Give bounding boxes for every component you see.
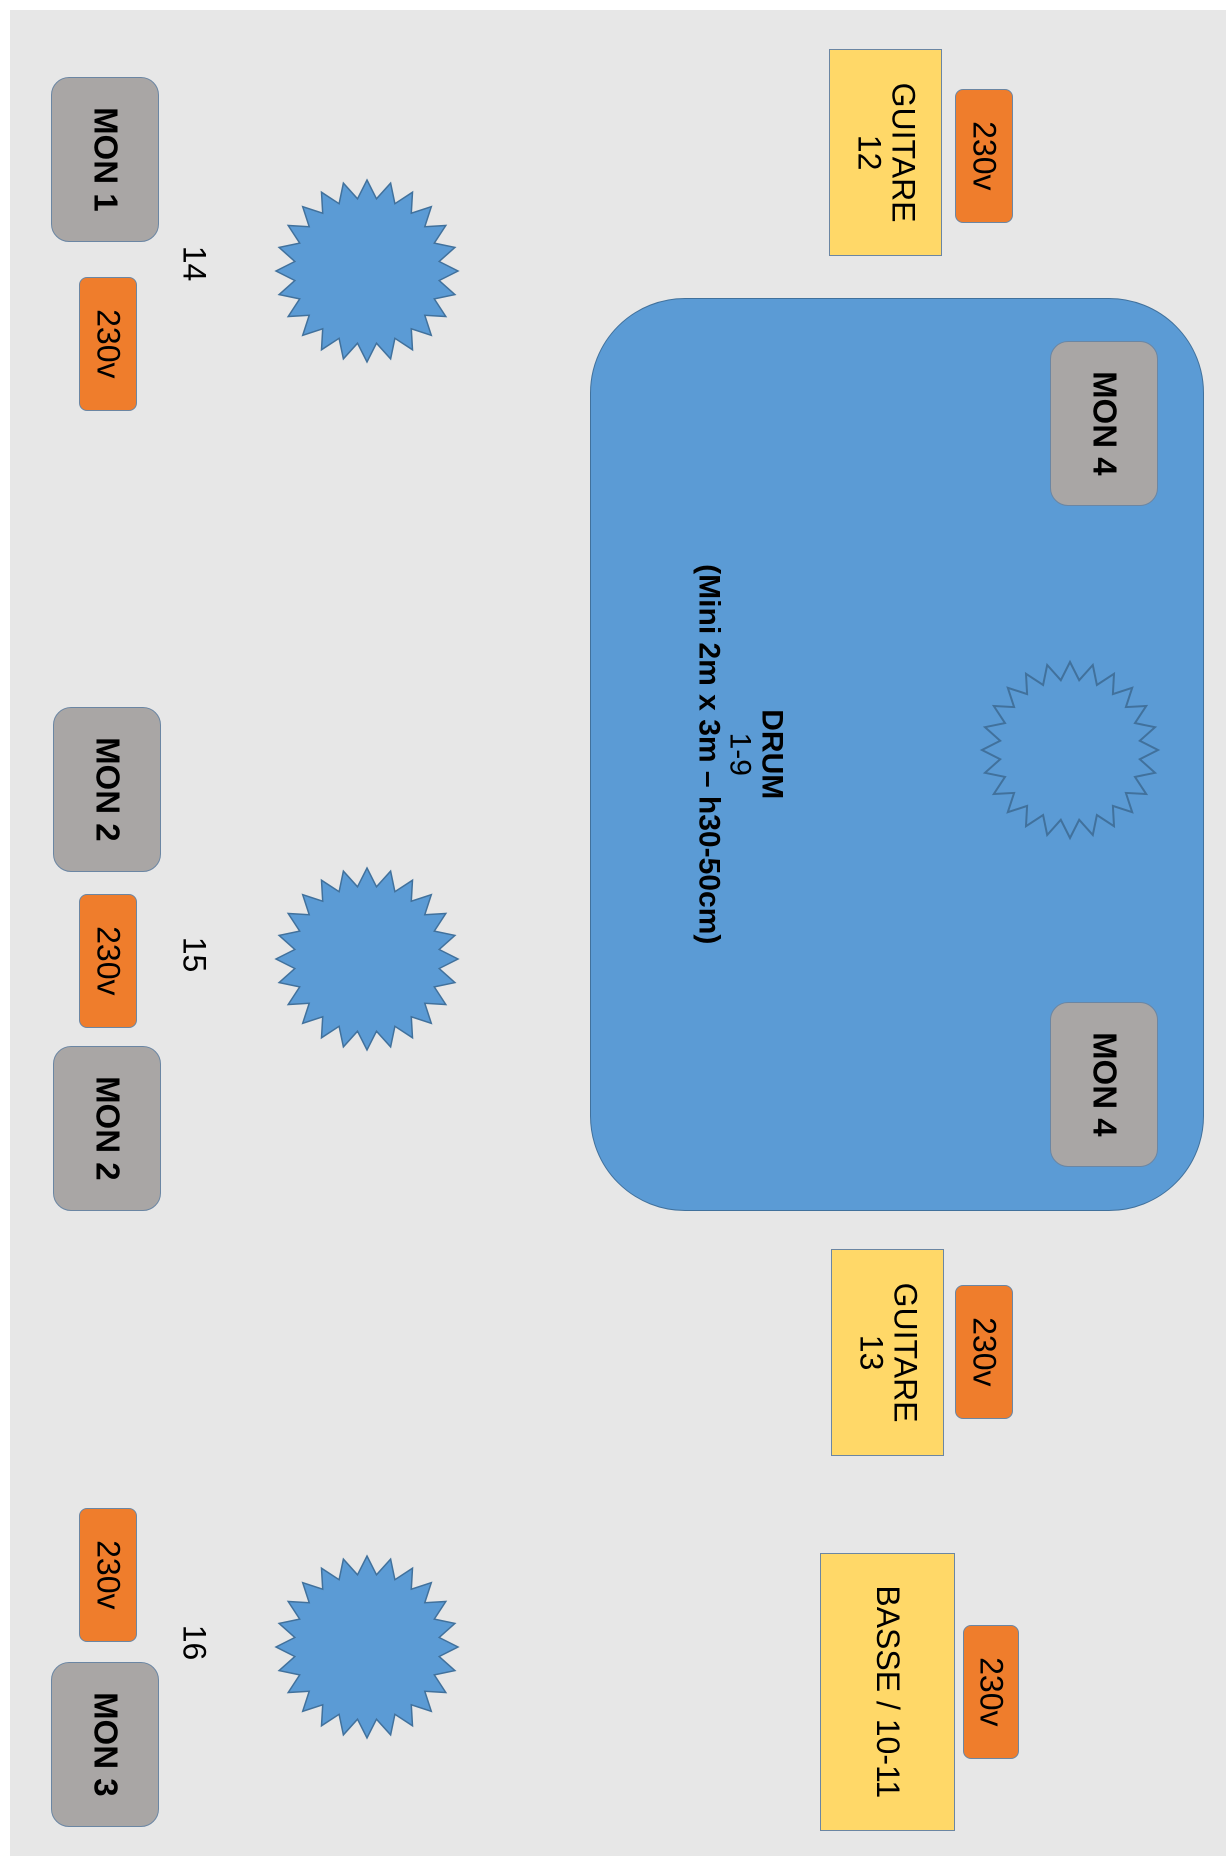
amp-guitare-12: GUITARE 12 bbox=[829, 49, 942, 256]
drum-channels: 1-9 bbox=[723, 732, 757, 777]
drum-label: DRUM 1-9 (Mini 2m x 3m – h30-50cm) bbox=[590, 298, 890, 1211]
drum-title: DRUM bbox=[755, 709, 789, 800]
power-230v-basse: 230v bbox=[963, 1625, 1019, 1759]
drum-size: (Mini 2m x 3m – h30-50cm) bbox=[692, 564, 726, 945]
monitor-mon2-a: MON 2 bbox=[53, 707, 161, 872]
monitor-mon1: MON 1 bbox=[51, 77, 159, 242]
amp-guitare-13-channel: 13 bbox=[853, 1334, 890, 1371]
power-230v-guitare-13: 230v bbox=[955, 1285, 1013, 1419]
vocal-mic-icon-1 bbox=[274, 178, 460, 364]
vocal-mic-icon-3 bbox=[274, 1554, 460, 1740]
monitor-mon2-b: MON 2 bbox=[53, 1046, 161, 1211]
power-230v-guitare-12: 230v bbox=[955, 89, 1013, 223]
power-230v-mon2: 230v bbox=[79, 894, 137, 1028]
amp-guitare-13-name: GUITARE bbox=[887, 1282, 924, 1423]
monitor-mon4-bottom: MON 4 bbox=[1050, 1002, 1158, 1167]
amp-guitare-12-name: GUITARE bbox=[885, 82, 922, 223]
amp-guitare-12-channel: 12 bbox=[851, 134, 888, 171]
vocal-channel-14: 14 bbox=[176, 245, 213, 282]
amp-guitare-13: GUITARE 13 bbox=[831, 1249, 944, 1456]
drum-kit-star bbox=[979, 659, 1161, 841]
vocal-mic-icon-2 bbox=[274, 866, 460, 1052]
amp-basse-name: BASSE / 10-11 bbox=[870, 1585, 907, 1799]
amp-basse: BASSE / 10-11 bbox=[820, 1553, 955, 1831]
power-230v-mon1: 230v bbox=[79, 277, 137, 411]
vocal-mic-star-1 bbox=[274, 178, 460, 364]
monitor-mon3: MON 3 bbox=[51, 1662, 159, 1827]
drum-kit-icon bbox=[979, 659, 1161, 841]
monitor-mon4-top: MON 4 bbox=[1050, 341, 1158, 506]
vocal-channel-15: 15 bbox=[176, 936, 213, 973]
power-230v-mon3: 230v bbox=[79, 1508, 137, 1642]
vocal-mic-star-2 bbox=[274, 866, 460, 1052]
vocal-channel-16: 16 bbox=[176, 1624, 213, 1661]
vocal-mic-star-3 bbox=[274, 1554, 460, 1740]
